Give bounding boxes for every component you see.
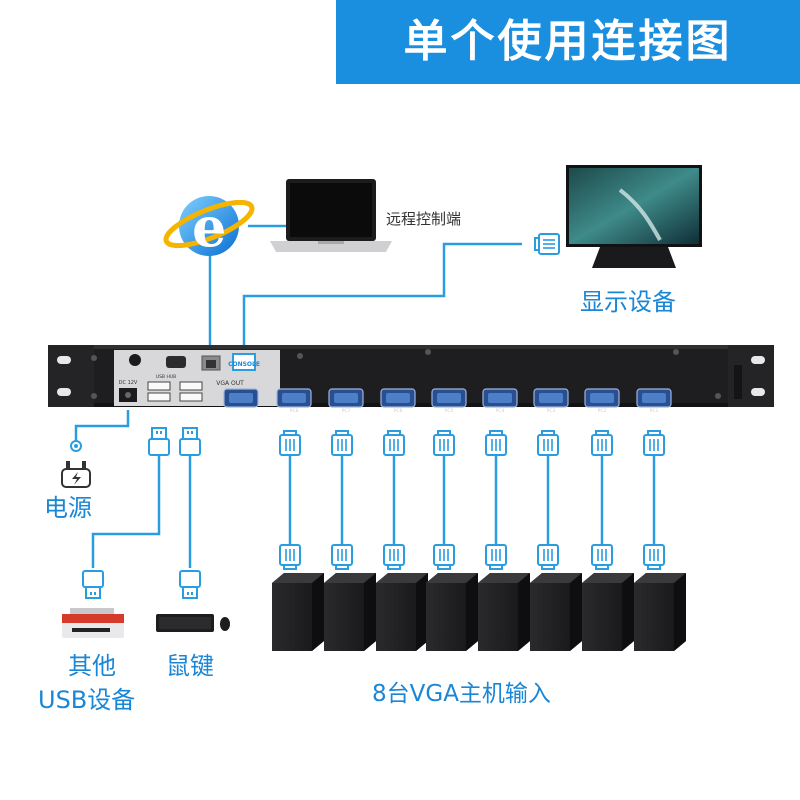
laptop-icon	[270, 179, 392, 252]
host-cable	[643, 430, 665, 570]
svg-text:e: e	[192, 195, 226, 259]
port-label-pc6: PC6	[394, 408, 403, 414]
port-label-pc8: PC8	[290, 408, 299, 414]
other-usb-label-line1: 其他	[68, 652, 116, 680]
title-banner	[336, 0, 800, 84]
usb-cable-right	[179, 427, 201, 599]
pc-tower-icon	[530, 573, 582, 651]
power-adapter-icon	[61, 461, 91, 488]
host-cable	[537, 430, 559, 570]
port-label-pc4: PC4	[496, 408, 505, 414]
pc-tower-icon	[324, 573, 376, 651]
internet-explorer-icon: e	[163, 195, 255, 259]
port-label-pc5: PC5	[445, 408, 454, 414]
host-cable	[331, 430, 353, 570]
power-label: 电源	[44, 494, 92, 522]
host-cable	[383, 430, 405, 570]
port-label-pc3: PC3	[547, 408, 556, 414]
pc-tower-icon	[478, 573, 530, 651]
remote-control-label: 远程控制端	[386, 210, 462, 228]
pc-tower-icon	[376, 573, 428, 651]
usb-hub-label: USB HUB	[156, 374, 176, 380]
host-cable	[279, 430, 301, 570]
host-cables	[279, 430, 665, 570]
monitor-icon	[566, 165, 702, 268]
mouse-icon	[220, 617, 230, 631]
pc-tower-icon	[582, 573, 634, 651]
other-usb-label-line2: USB设备	[38, 686, 136, 714]
display-device-label: 显示设备	[580, 288, 676, 316]
display-vga-plug-icon	[534, 233, 560, 255]
display-cable	[242, 242, 522, 356]
pc-tower-icon	[426, 573, 478, 651]
port-label-pc2: PC2	[598, 408, 607, 414]
keyboard-icon	[156, 614, 214, 632]
host-computers	[272, 573, 686, 651]
host-cable	[591, 430, 613, 570]
pc-tower-icon	[272, 573, 324, 651]
page-title: 单个使用连接图	[403, 16, 733, 67]
usb-cable-left	[82, 427, 170, 599]
printer-icon	[62, 608, 124, 638]
host-cable	[433, 430, 455, 570]
port-label-pc7: PC7	[342, 408, 351, 414]
pc-tower-icon	[634, 573, 686, 651]
host-input-label: 8台VGA主机输入	[372, 681, 551, 707]
port-label-pc1: PC1	[650, 408, 659, 414]
pc-port-labels: PC8 PC7 PC6 PC5 PC4 PC3 PC2 PC1	[290, 408, 659, 414]
power-cable	[70, 410, 130, 452]
network-cable	[208, 224, 290, 358]
vga-out-label: VGA OUT	[216, 380, 244, 387]
keyboard-mouse-label: 鼠键	[166, 652, 214, 680]
host-cable	[485, 430, 507, 570]
console-label: CONSOLE	[228, 361, 260, 368]
dc-label: DC 12V	[119, 380, 138, 386]
